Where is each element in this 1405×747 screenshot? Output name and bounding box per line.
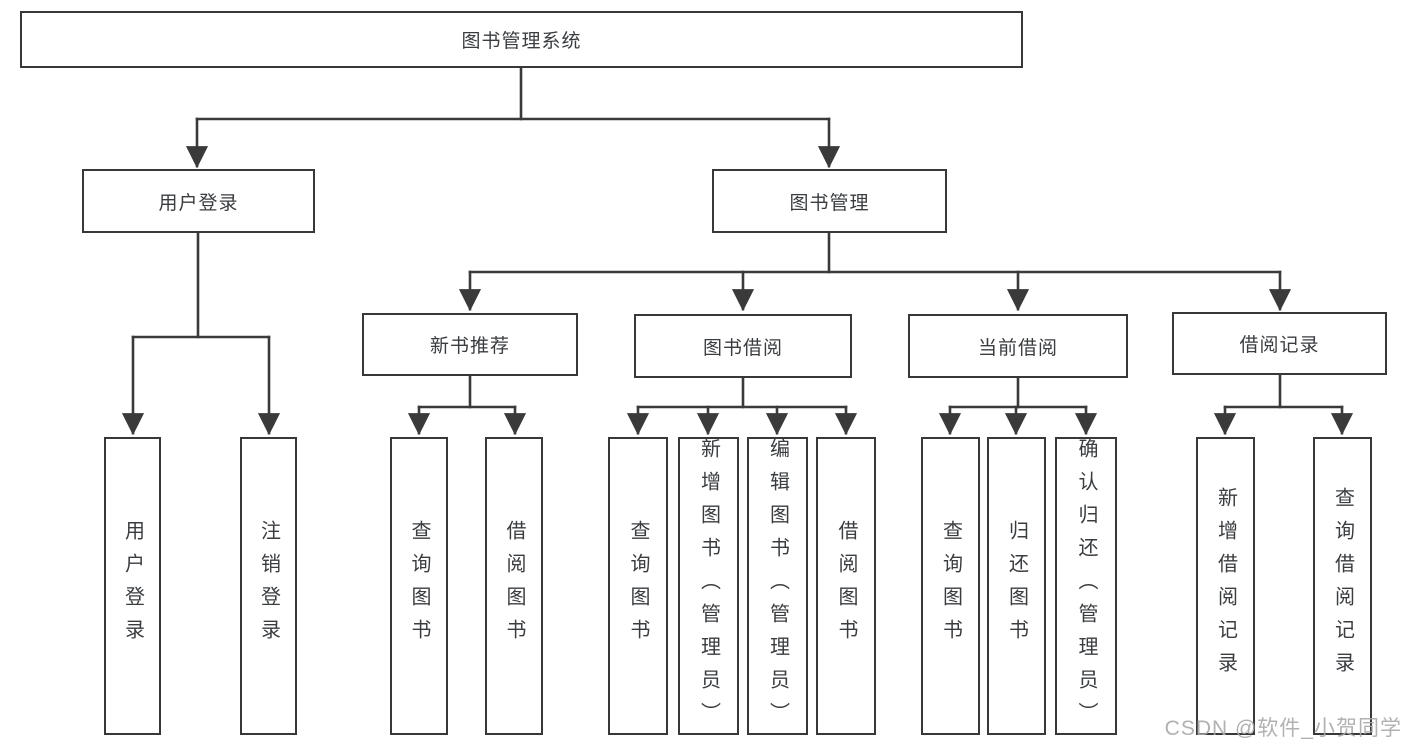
node-label: 借阅记录 xyxy=(1239,335,1320,356)
node-label: 新书推荐 xyxy=(429,336,510,357)
node-book-management: 图书管理 xyxy=(712,169,947,233)
node-label: 当前借阅 xyxy=(977,337,1058,359)
csdn-watermark: CSDN @软件_小贺同学 xyxy=(1164,717,1402,740)
node-label: 图书借阅 xyxy=(702,337,783,359)
leaf-borrow-books-borrowing: 借阅图书 xyxy=(816,437,876,735)
leaf-label: 查询图书 xyxy=(939,520,962,652)
leaf-label: 归还图书 xyxy=(1005,520,1028,652)
leaf-logout: 注销登录 xyxy=(240,437,297,735)
leaf-return-books: 归还图书 xyxy=(987,437,1046,735)
node-current-borrowing: 当前借阅 xyxy=(908,314,1128,378)
node-label: 图书管理 xyxy=(789,192,870,214)
leaf-user-login: 用户登录 xyxy=(104,437,161,735)
leaf-edit-book-admin: 编辑图书（管理员） xyxy=(747,437,808,735)
leaf-add-book-admin: 新增图书（管理员） xyxy=(678,437,739,735)
leaf-label: 借阅图书 xyxy=(835,520,857,652)
leaf-borrow-books-recommend: 借阅图书 xyxy=(485,437,543,735)
leaf-label: 查询图书 xyxy=(627,520,649,652)
node-book-borrowing: 图书借阅 xyxy=(634,314,852,378)
leaf-label: 借阅图书 xyxy=(503,520,525,652)
leaf-label: 用户登录 xyxy=(121,520,144,652)
leaf-query-books-current: 查询图书 xyxy=(921,437,980,735)
leaf-label: 查询图书 xyxy=(408,520,430,652)
node-label: 图书管理系统 xyxy=(461,31,582,52)
leaf-query-borrow-record: 查询借阅记录 xyxy=(1313,437,1372,735)
leaf-label: 确认归还（管理员） xyxy=(1075,437,1097,735)
node-user-login: 用户登录 xyxy=(82,169,315,233)
leaf-confirm-return-admin: 确认归还（管理员） xyxy=(1055,437,1117,735)
leaf-query-books-recommend: 查询图书 xyxy=(390,437,448,735)
leaf-label: 编辑图书（管理员） xyxy=(766,437,789,735)
leaf-label: 新增图书（管理员） xyxy=(697,437,720,735)
leaf-label: 查询借阅记录 xyxy=(1331,487,1354,685)
node-new-book-recommend: 新书推荐 xyxy=(362,313,578,376)
node-borrowing-records: 借阅记录 xyxy=(1172,312,1387,375)
leaf-add-borrow-record: 新增借阅记录 xyxy=(1196,437,1255,735)
leaf-label: 新增借阅记录 xyxy=(1214,487,1237,685)
leaf-label: 注销登录 xyxy=(257,520,280,652)
node-label: 用户登录 xyxy=(158,192,239,214)
leaf-query-books-borrowing: 查询图书 xyxy=(608,437,668,735)
node-library-management-system: 图书管理系统 xyxy=(20,11,1023,68)
